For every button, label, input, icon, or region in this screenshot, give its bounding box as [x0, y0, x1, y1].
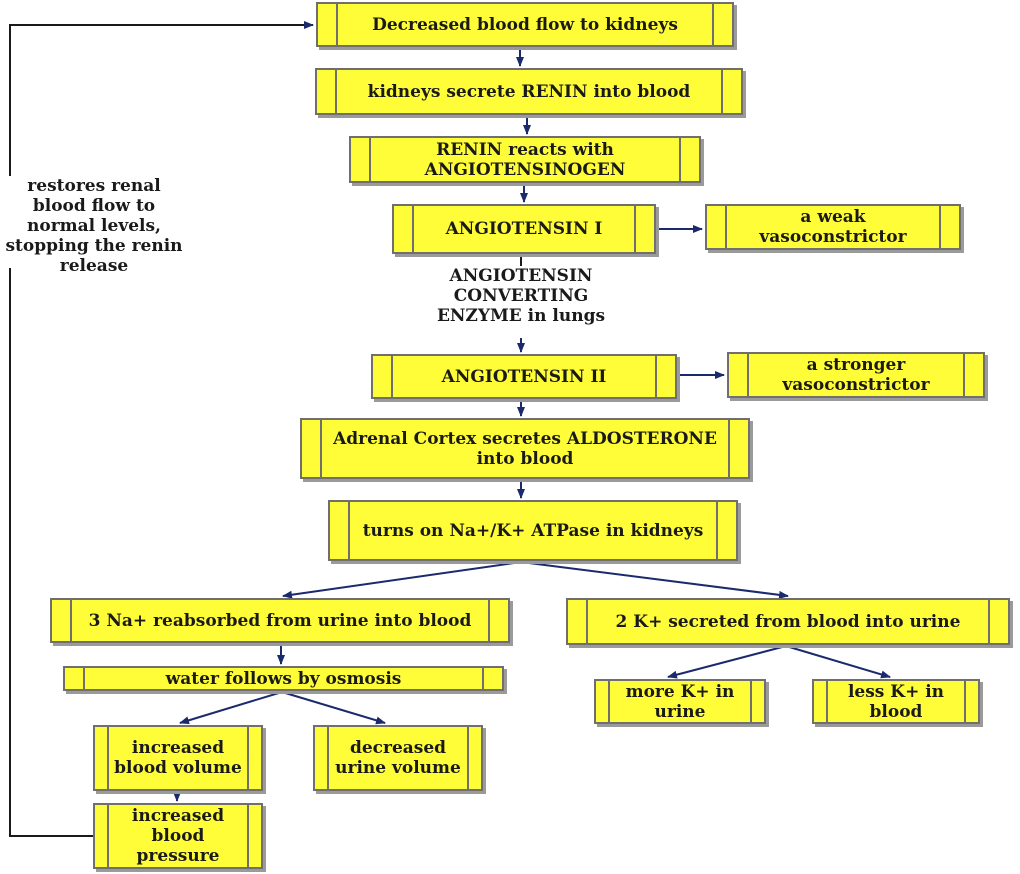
feedback-loop-line	[9, 21, 314, 837]
box-decreased-urine-volume: decreased urine volume	[313, 725, 483, 791]
box-atpase: turns on Na+/K+ ATPase in kidneys	[328, 500, 738, 561]
box-decreased-blood-flow: Decreased blood flow to kidneys	[316, 2, 734, 47]
box-aldosterone: Adrenal Cortex secretes ALDOSTERONE into…	[300, 418, 750, 479]
box-angiotensin-2: ANGIOTENSIN II	[371, 354, 677, 399]
box-angiotensin-1: ANGIOTENSIN I	[392, 204, 656, 254]
box-renin-reacts: RENIN reacts with ANGIOTENSINOGEN	[349, 136, 701, 183]
box-na-reabsorbed: 3 Na+ reabsorbed from urine into blood	[50, 598, 510, 643]
box-k-secreted: 2 K+ secreted from blood into urine	[566, 598, 1010, 645]
arrow-k-to-less	[785, 645, 891, 679]
arrow-atpase-to-k	[520, 561, 789, 599]
box-increased-blood-pressure: increased blood pressure	[93, 803, 263, 869]
arrow-atpase-to-na	[282, 561, 522, 599]
box-weak-vasoconstrictor: a weak vasoconstrictor	[705, 204, 961, 250]
box-stronger-vasoconstrictor: a stronger vasoconstrictor	[727, 352, 985, 398]
arrow-k-to-more	[667, 645, 787, 679]
box-water-osmosis: water follows by osmosis	[63, 666, 504, 691]
box-more-k: more K+ in urine	[594, 679, 766, 724]
label-feedback: restores renal blood flow to normal leve…	[2, 176, 186, 276]
arrow-water-to-urine	[281, 691, 386, 725]
arrow-water-to-volume	[179, 691, 283, 725]
box-less-k: less K+ in blood	[812, 679, 980, 724]
label-ace: ANGIOTENSIN CONVERTING ENZYME in lungs	[418, 266, 624, 338]
box-kidneys-secrete-renin: kidneys secrete RENIN into blood	[315, 68, 743, 115]
box-increased-blood-volume: increased blood volume	[93, 725, 263, 791]
